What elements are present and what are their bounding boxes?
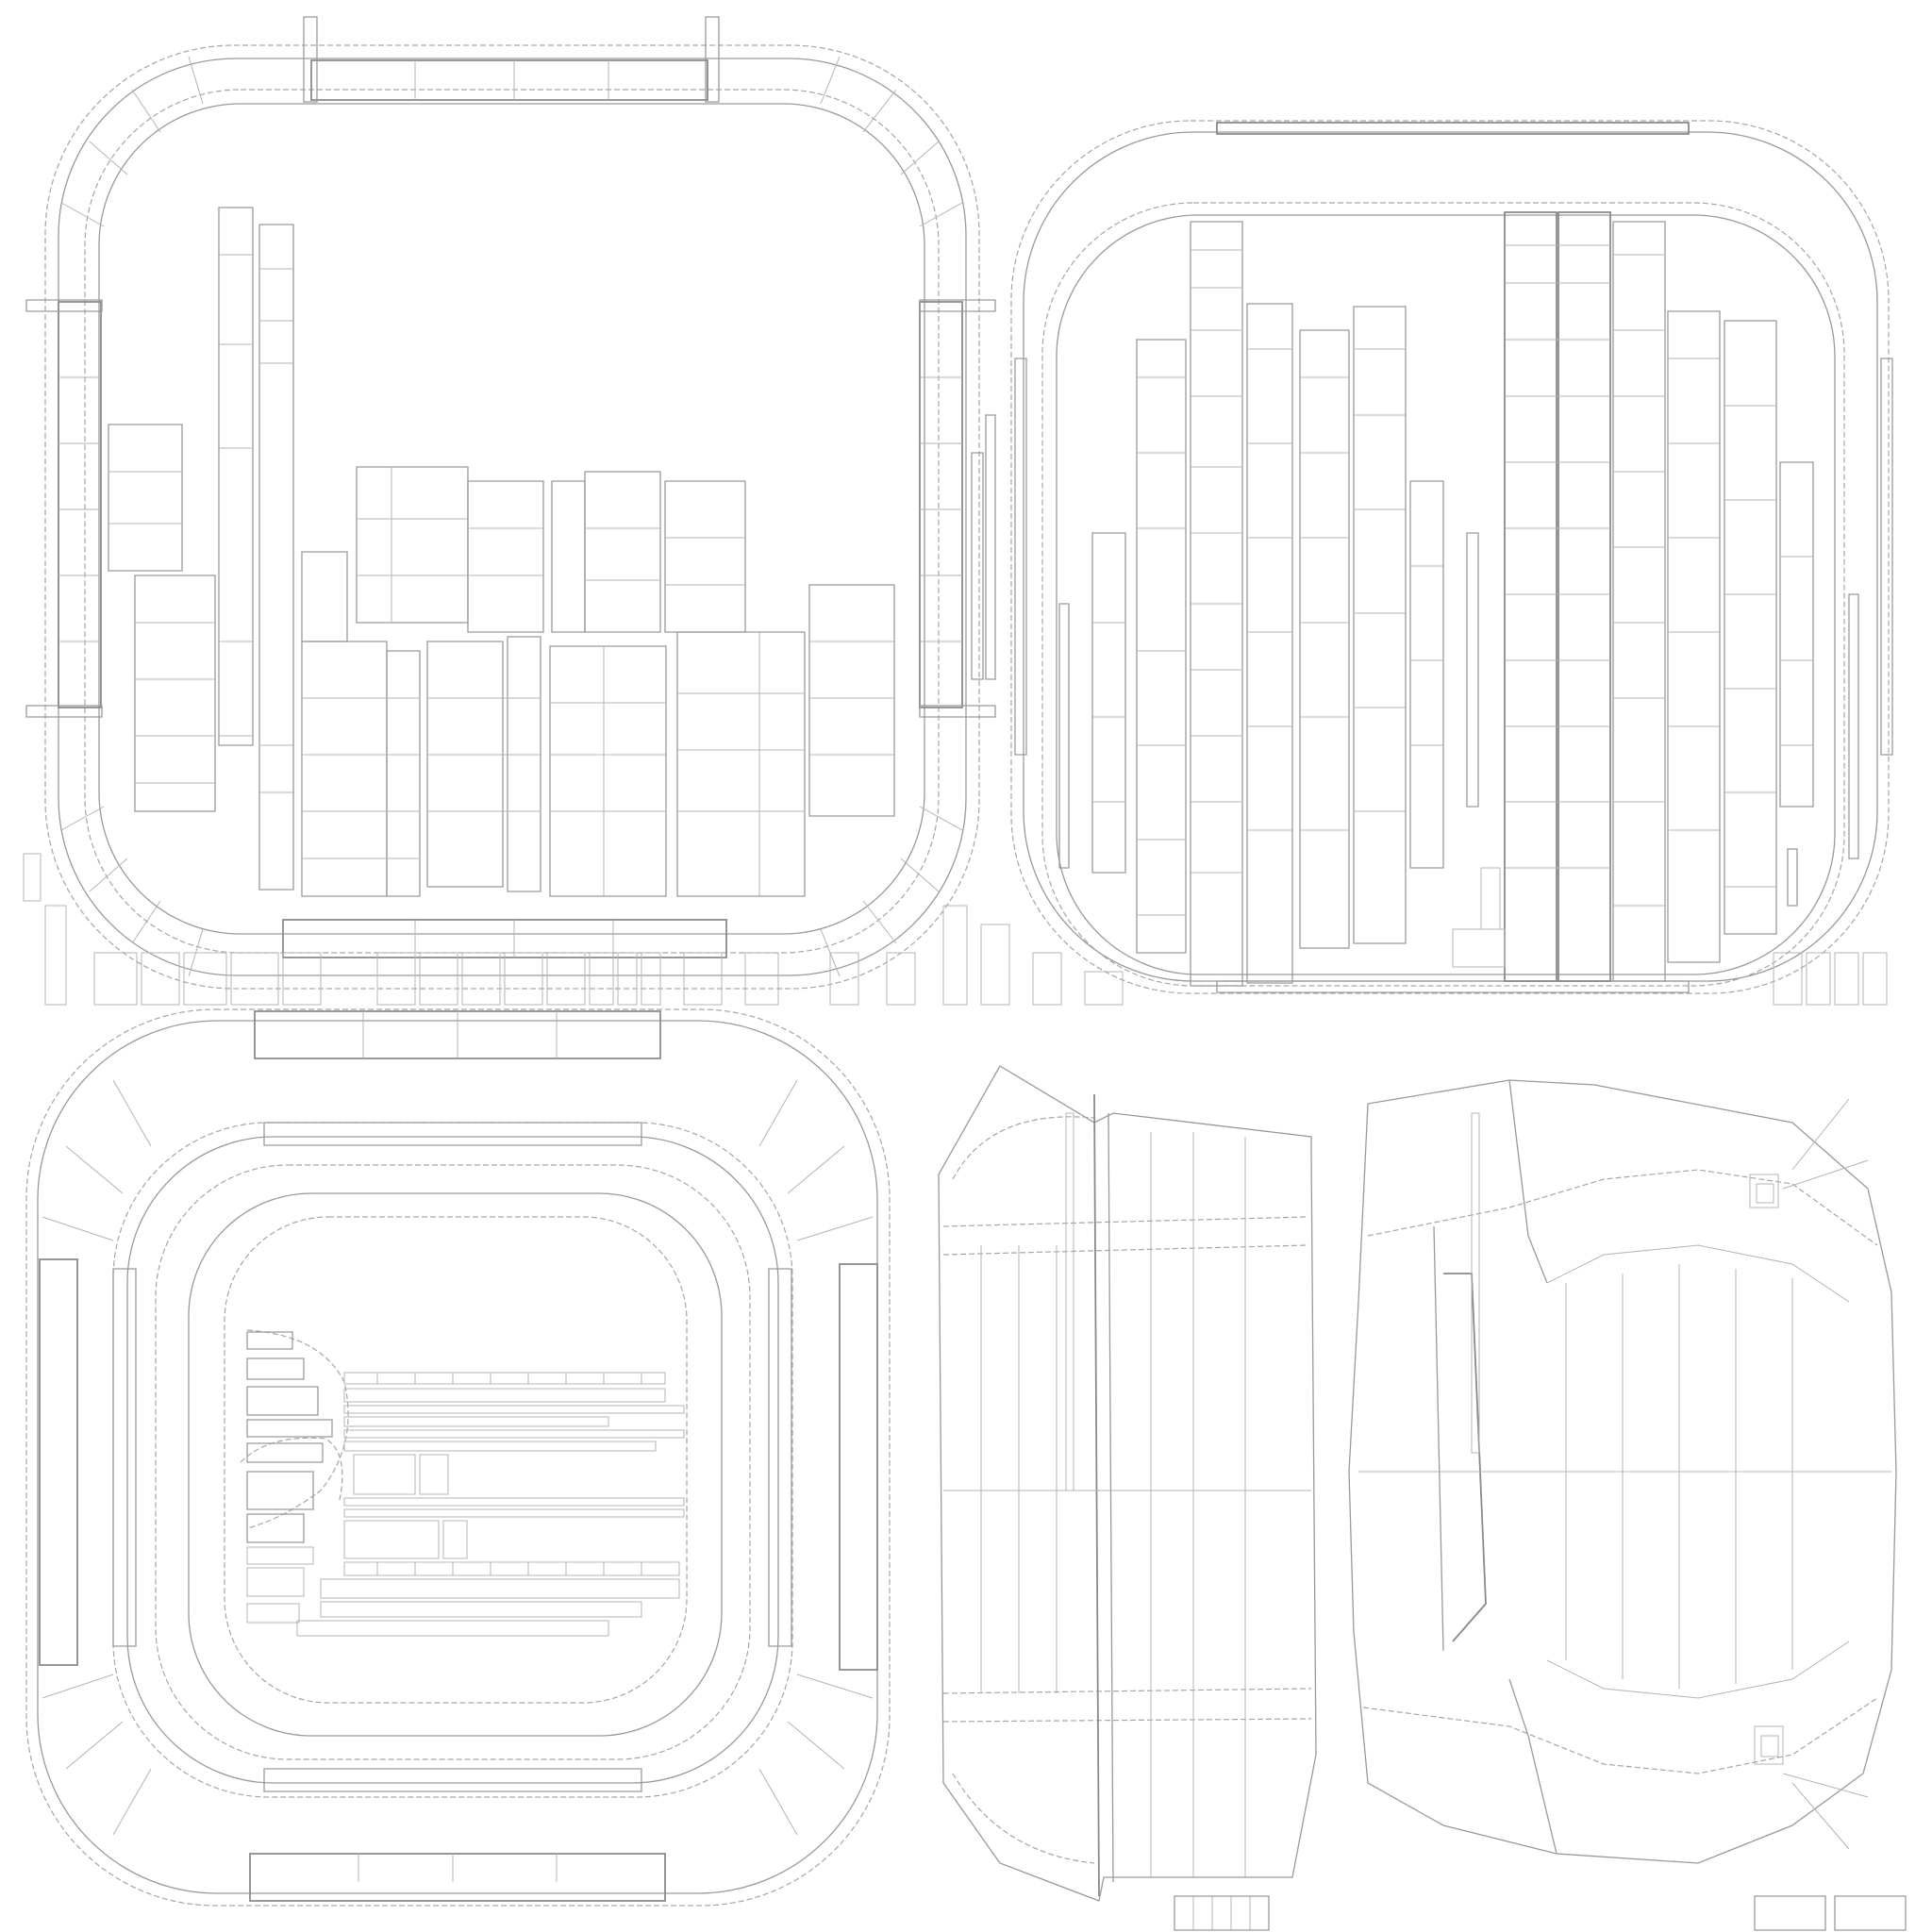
left-bridge <box>40 1259 77 1665</box>
uv-island-top-right <box>1011 121 1892 1005</box>
perspective-lines <box>1358 1099 1891 1849</box>
shell-outline <box>939 1066 1316 1901</box>
ring-3-edge <box>189 1193 722 1736</box>
uv-island-small-strips <box>1066 1113 1479 1491</box>
ring-1 <box>26 1009 890 1906</box>
outer-ring-inner-edge <box>1024 132 1877 981</box>
uv-island-bottom-left <box>26 1009 890 1906</box>
middle-ring <box>85 90 939 953</box>
top-bridge <box>1217 123 1689 134</box>
inner-ring-edge <box>1057 215 1835 974</box>
uv-island-top-left <box>24 17 1123 1005</box>
inner-ring <box>1042 203 1844 986</box>
inner-ring <box>99 104 924 934</box>
outer-ring <box>1011 121 1889 993</box>
ring-4 <box>225 1217 687 1703</box>
bottom-bridge <box>283 920 726 958</box>
detail-cluster <box>241 1330 684 1636</box>
ring-segments <box>61 57 962 976</box>
detail-strips <box>247 1373 684 1636</box>
facade-panels <box>1059 212 1887 1005</box>
tunnel-outline <box>1349 1080 1896 1863</box>
small-parts-row <box>1453 868 1887 1005</box>
right-bridge <box>920 302 962 708</box>
uv-island-bottom-middle <box>939 1066 1316 1930</box>
facade-panels <box>24 208 1123 1005</box>
uv-island-bottom-right <box>1349 1080 1906 1930</box>
ring-2-edge <box>127 1137 778 1783</box>
bottom-bridge <box>250 1854 665 1901</box>
small-parts-row <box>24 854 1123 1005</box>
ring-2 <box>113 1123 792 1797</box>
top-bridge <box>311 60 708 100</box>
ring-1-edge <box>38 1021 877 1893</box>
right-bridge <box>840 1264 877 1670</box>
outer-ring <box>45 45 979 989</box>
ring-3 <box>156 1165 750 1759</box>
left-bridge <box>58 302 101 708</box>
outer-ring-inner-edge <box>58 58 966 975</box>
ring-segments <box>42 1080 873 1835</box>
